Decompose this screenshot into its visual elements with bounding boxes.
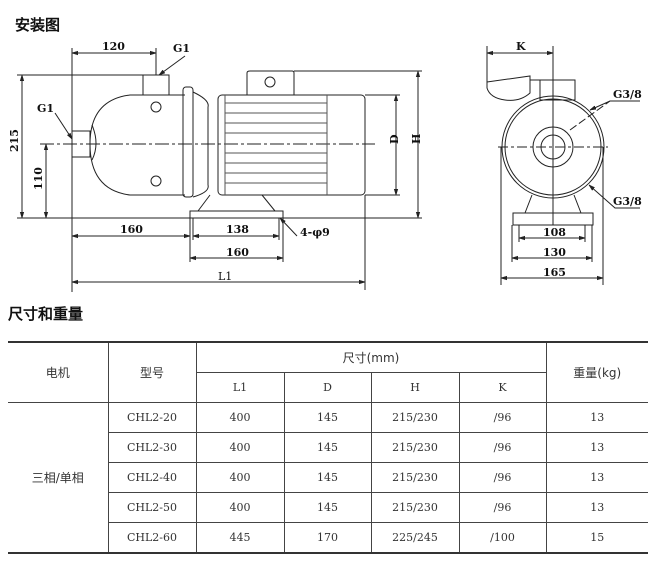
cell: 215/230 [370,402,460,433]
label-g38-top: G3/8 [613,88,642,101]
cell: CHL2-20 [107,402,197,433]
header-l1: L1 [196,372,285,403]
header-d: D [283,372,372,403]
cell: 445 [195,522,285,554]
cell: 215/230 [370,462,460,493]
motor-type: 三相/单相 [8,402,109,554]
dim-h: H [410,134,423,144]
cell: 145 [283,402,372,433]
cell: 400 [195,402,285,433]
dim-k: K [516,40,526,53]
cell: 13 [545,492,648,523]
dim-108: 108 [543,226,566,239]
header-weight: 重量(kg) [545,341,648,403]
cell: 145 [283,462,372,493]
cell: 215/230 [370,492,460,523]
cell: 400 [195,432,285,463]
cell: 225/245 [370,522,460,554]
header-h: H [370,372,460,403]
header-size: 尺寸(mm) [195,341,547,373]
cell: 400 [195,462,285,493]
cell: 170 [283,522,372,554]
cell: CHL2-30 [108,432,197,463]
cell: /96 [458,432,547,463]
cell: 215/230 [370,432,460,463]
cell: 13 [545,432,648,463]
cell: CHL2-40 [108,462,197,493]
cell: CHL2-60 [108,522,197,554]
front-view: K G3/8 G3/8 108 130 165 [486,40,642,285]
dim-110: 110 [32,167,45,190]
cell: /96 [458,462,547,493]
cell: /96 [458,402,547,433]
header-motor: 电机 [8,341,109,403]
cell: /100 [458,522,547,554]
label-holes: 4-φ9 [300,226,330,239]
cell: 400 [195,492,285,523]
cell: 145 [283,432,372,463]
dim-160-b: 160 [226,246,249,259]
dim-l1: L1 [218,270,232,283]
cell: 145 [283,492,372,523]
cell: 15 [545,522,648,554]
cell: /96 [458,492,547,523]
side-view: 120 G1 G1 215 110 160 138 160 4-φ9 L1 D … [8,40,423,292]
dim-138: 138 [226,223,249,236]
cell: 13 [545,462,648,493]
label-g1-top: G1 [173,42,190,55]
installation-drawing: 120 G1 G1 215 110 160 138 160 4-φ9 L1 D … [8,40,642,292]
cell: 13 [545,402,648,433]
label-g1-left: G1 [37,102,54,115]
header-k: K [458,372,546,403]
section-title: 尺寸和重量 [8,305,84,323]
label-g38-bottom: G3/8 [613,195,642,208]
dim-215: 215 [8,129,21,152]
dim-d: D [388,134,401,144]
dim-165: 165 [543,266,566,279]
install-diagram-title: 安装图 [15,16,61,34]
dim-120: 120 [102,40,125,53]
header-model: 型号 [107,341,197,403]
dimensions-weight-table: 电机 型号 尺寸(mm) 重量(kg) L1 D H K 三相/单相 CHL2-… [8,341,648,554]
dim-130: 130 [543,246,566,259]
dim-160-a: 160 [120,223,143,236]
cell: CHL2-50 [108,492,197,523]
